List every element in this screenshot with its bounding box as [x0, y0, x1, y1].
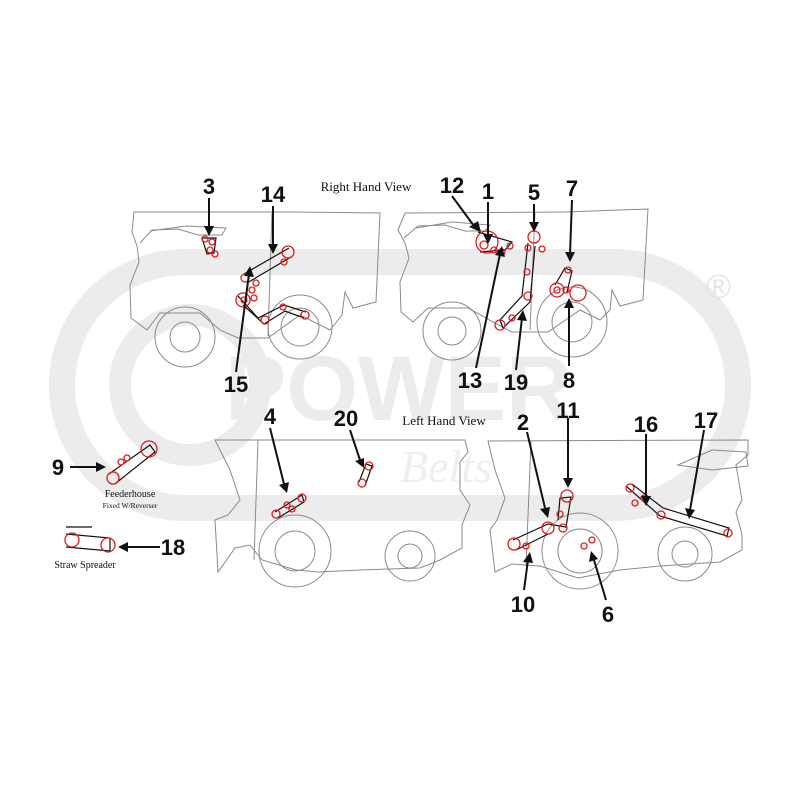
belt-drive-20	[357, 461, 374, 488]
registered-mark: ®	[706, 268, 731, 306]
callout-15: 15	[224, 372, 248, 397]
belt-drive-9	[106, 440, 158, 485]
feederhouse-sublabel: Fixed W/Reverser	[103, 501, 158, 510]
callout-20: 20	[334, 406, 358, 431]
callout-12: 12	[440, 173, 464, 198]
straw-spreader-label: Straw Spreader	[54, 560, 116, 571]
callout-17: 17	[694, 408, 718, 433]
belt-drive-2-11-10-6	[507, 489, 596, 551]
callout-14: 14	[261, 182, 286, 207]
callout-16: 16	[634, 412, 658, 437]
callout-2: 2	[517, 410, 529, 435]
callout-19: 19	[504, 370, 528, 395]
belt-drive-18	[64, 526, 116, 553]
callout-8: 8	[563, 368, 575, 393]
callout-13: 13	[458, 368, 482, 393]
right-view-title: Right Hand View	[321, 179, 412, 194]
callout-4: 4	[264, 404, 277, 429]
callout-18: 18	[161, 535, 185, 560]
belt-drive-15	[235, 286, 310, 325]
watermark: POWER Belts ®	[49, 249, 751, 521]
left-view-title: Left Hand View	[402, 413, 486, 428]
callout-11: 11	[556, 398, 579, 423]
feederhouse-label: Feederhouse	[105, 489, 156, 500]
belt-drive-4	[271, 493, 307, 519]
callout-10: 10	[511, 592, 535, 617]
combine-left-c	[214, 439, 471, 588]
callout-9: 9	[52, 455, 64, 480]
callout-6: 6	[602, 602, 614, 627]
combine-right-a	[129, 211, 381, 368]
callout-1: 1	[482, 179, 494, 204]
belt-drive-3	[201, 235, 219, 258]
watermark-script: Belts	[400, 441, 492, 492]
callout-5: 5	[528, 180, 540, 205]
callout-3: 3	[203, 174, 215, 199]
callout-arrows	[70, 195, 705, 601]
watermark-brand: POWER	[225, 338, 573, 440]
callout-7: 7	[566, 176, 578, 201]
belt-drive-7-8	[549, 266, 587, 302]
